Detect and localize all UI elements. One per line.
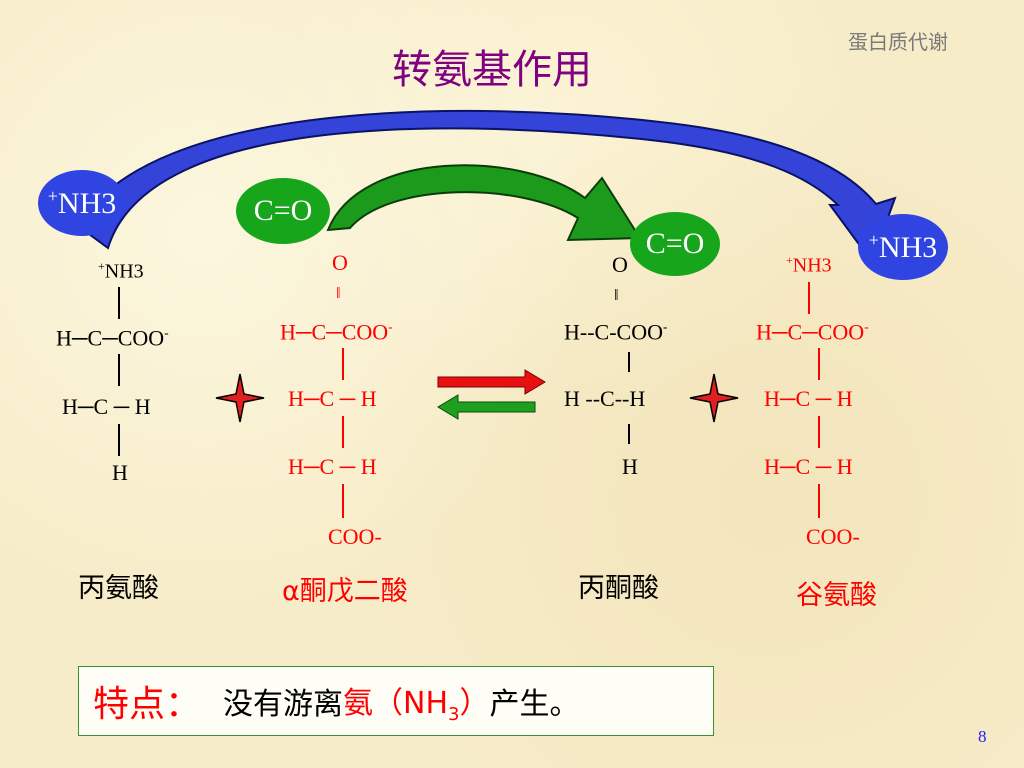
alanine-name: 丙氨酸 [78, 573, 159, 604]
note-highlight: 氨（NH3） [343, 685, 490, 725]
note-text1: 没有游离 [223, 687, 344, 722]
akg-oxygen: O [332, 250, 348, 275]
glu-bond-1 [808, 282, 810, 314]
pyruvate-oxygen: O [612, 252, 628, 277]
akg-double-bond: ‖ [336, 285, 341, 302]
note-text2: 产生。 [489, 687, 580, 722]
pyruvate-bond-1 [628, 352, 630, 372]
alanine-row2: H─C ─ H [62, 394, 151, 419]
pyruvate-row3: H [622, 454, 638, 479]
glu-row2: H─C ─ H [764, 386, 853, 411]
nh3-badge-right: +NH3 [858, 214, 948, 280]
nh3-badge-left: +NH3 [38, 170, 126, 236]
page-number: 8 [978, 727, 987, 746]
alanine-row1: H─C─COO- [56, 325, 169, 351]
pyruvate-name: 丙酮酸 [578, 573, 659, 604]
blue-amino-arrow [76, 109, 897, 265]
plus-star-left [215, 373, 265, 423]
alanine-bond-1 [118, 287, 120, 319]
glu-bond-2 [818, 348, 820, 380]
corner-label: 蛋白质代谢 [848, 30, 948, 54]
glu-bond-4 [818, 484, 820, 518]
glu-bond-3 [818, 416, 820, 448]
akg-row2: H─C ─ H [288, 386, 377, 411]
glu-row3: H─C ─ H [764, 454, 853, 479]
akg-bond-1 [342, 348, 344, 380]
glu-row4: COO- [806, 524, 860, 549]
co-badge-left: C=O [236, 178, 330, 244]
pyruvate-double-bond: ‖ [614, 287, 619, 304]
glu-name: 谷氨酸 [796, 580, 877, 611]
pyruvate-row1: H--C-COO- [564, 319, 668, 345]
glu-row1: H─C─COO- [756, 319, 869, 345]
akg-name: α酮戊二酸 [282, 576, 408, 607]
reverse-arrow [437, 394, 536, 420]
alanine-row3: H [112, 460, 128, 485]
glu-nh3: +NH3 [786, 253, 832, 277]
alanine-bond-3 [118, 424, 120, 456]
akg-row1: H─C─COO- [280, 319, 393, 345]
co-badge-right: C=O [630, 212, 720, 276]
plus-star-right [689, 373, 739, 423]
akg-row4: COO- [328, 524, 382, 549]
akg-bond-2 [342, 416, 344, 448]
pyruvate-bond-2 [628, 424, 630, 444]
note-lead: 特点： [93, 684, 202, 725]
pyruvate-row2: H --C--H [564, 386, 646, 411]
alanine-bond-2 [118, 354, 120, 386]
alanine-nh3: +NH3 [98, 259, 144, 283]
slide-title: 转氨基作用 [392, 47, 592, 93]
forward-arrow [437, 369, 546, 395]
green-keto-arrow [326, 164, 642, 242]
akg-bond-3 [342, 484, 344, 518]
akg-row3: H─C ─ H [288, 454, 377, 479]
feature-note: 特点： 没有游离 氨（NH3） 产生。 [78, 666, 714, 736]
